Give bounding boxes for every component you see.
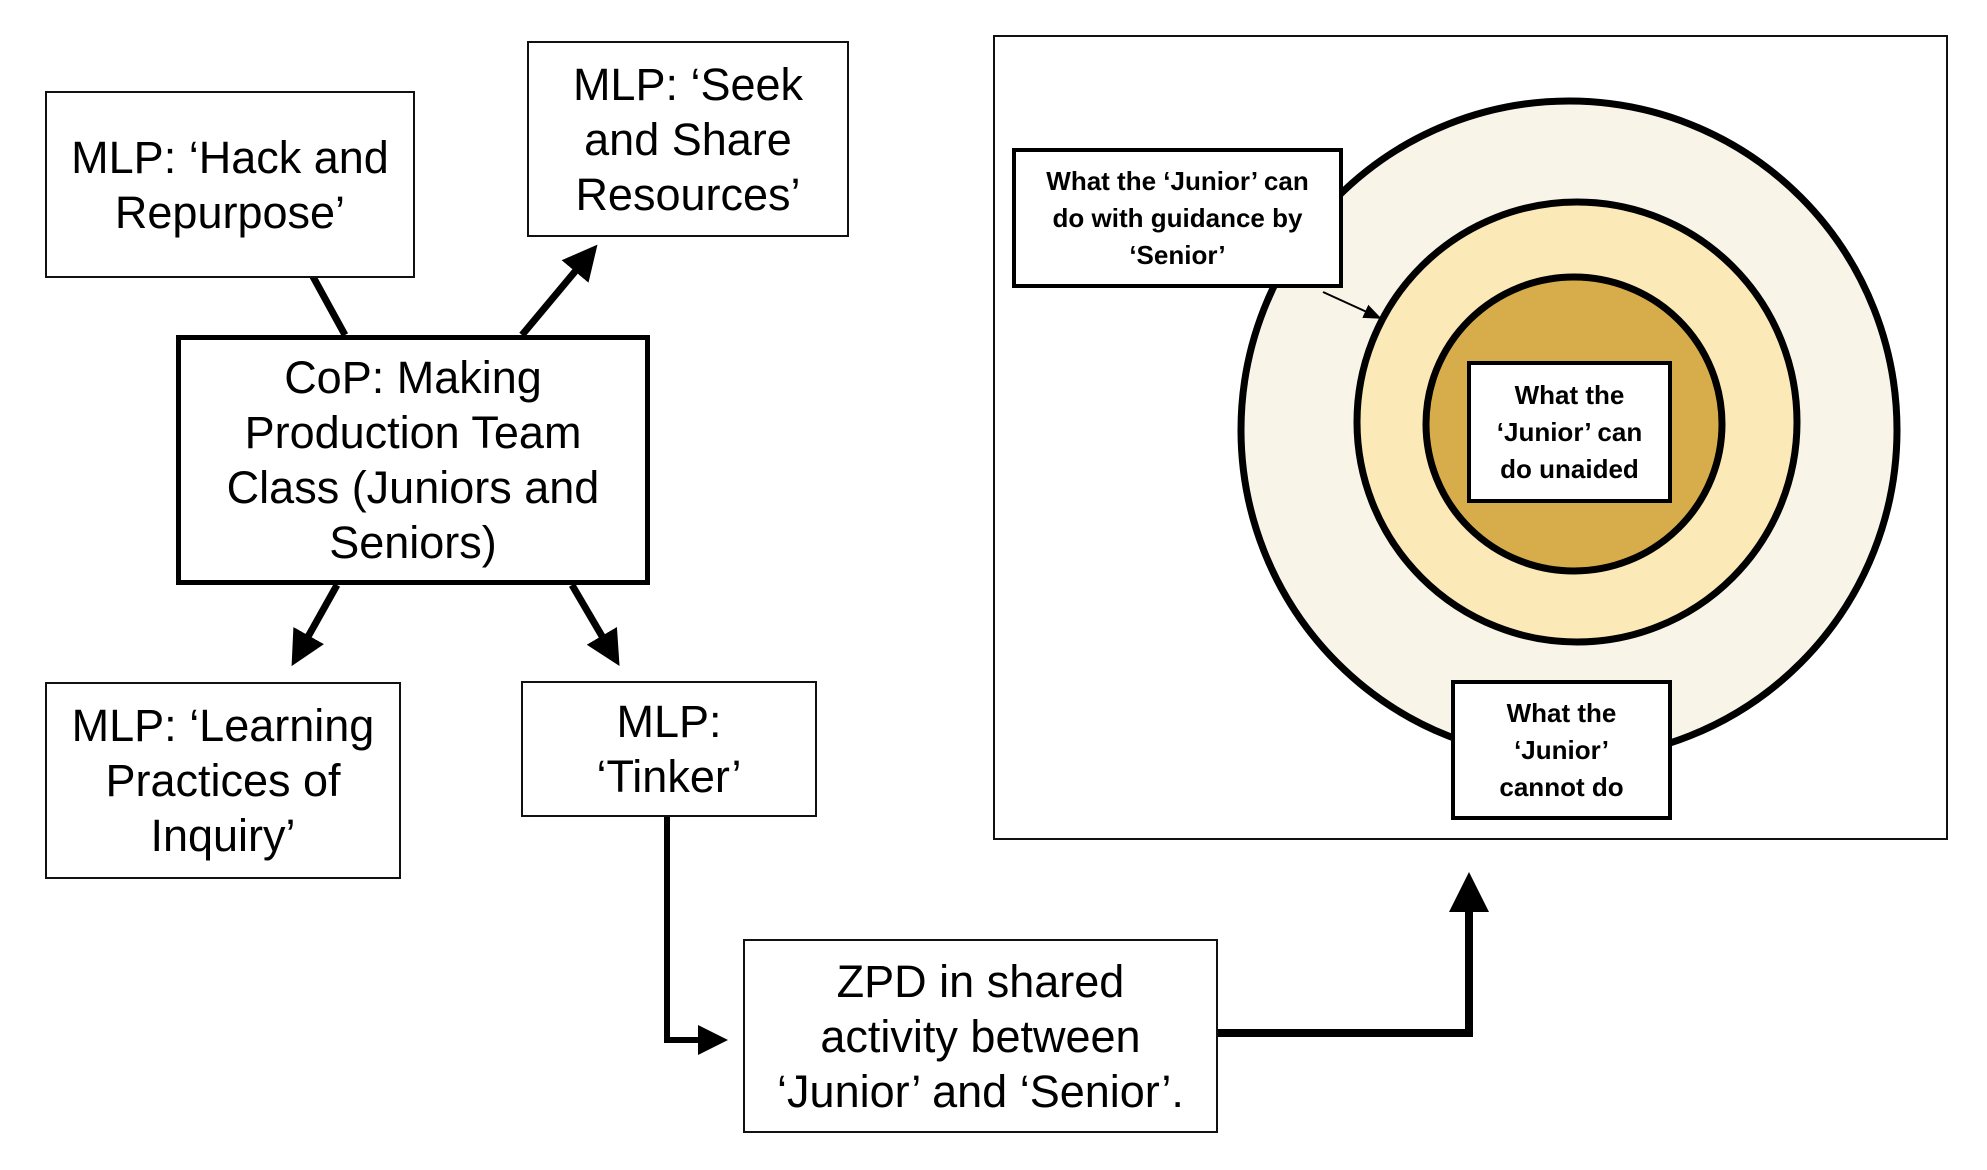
zone-label-cannot: What the ‘Junior’ cannot do	[1451, 680, 1672, 820]
zpd-label: ZPD in shared activity between ‘Junior’ …	[777, 955, 1184, 1117]
practice-box-learning: MLP: ‘Learning Practices of Inquiry’	[45, 682, 401, 879]
zpd-box: ZPD in shared activity between ‘Junior’ …	[743, 939, 1218, 1133]
arrow-guidance-pointer	[1322, 291, 1382, 319]
arrow-zpd-to-panel	[1218, 872, 1489, 1037]
practice-box-hack: MLP: ‘Hack and Repurpose’	[45, 91, 415, 278]
arrow-to-tinker	[568, 583, 620, 667]
practice-label-hack: MLP: ‘Hack and Repurpose’	[71, 131, 389, 238]
practice-box-tinker: MLP: ‘Tinker’	[521, 681, 817, 817]
zone-label-guidance-text: What the ‘Junior’ can do with guidance b…	[1046, 165, 1309, 270]
cop-center-box: CoP: Making Production Team Class (Junio…	[176, 335, 650, 585]
zone-label-guidance: What the ‘Junior’ can do with guidance b…	[1012, 148, 1343, 288]
arrow-tinker-to-zpd	[664, 817, 728, 1055]
arrow-to-seek	[519, 244, 598, 338]
zone-label-unaided: What the ‘Junior’ can do unaided	[1467, 361, 1672, 503]
practice-label-seek: MLP: ‘Seek and Share Resources’	[572, 58, 804, 220]
practice-box-seek: MLP: ‘Seek and Share Resources’	[527, 41, 849, 237]
cop-center-label: CoP: Making Production Team Class (Junio…	[226, 352, 600, 568]
practice-label-learning: MLP: ‘Learning Practices of Inquiry’	[71, 700, 375, 861]
zone-label-unaided-text: What the ‘Junior’ can do unaided	[1496, 379, 1643, 484]
arrow-to-learning	[291, 583, 341, 667]
practice-label-tinker: MLP: ‘Tinker’	[596, 696, 742, 802]
zone-label-cannot-text: What the ‘Junior’ cannot do	[1499, 697, 1624, 802]
